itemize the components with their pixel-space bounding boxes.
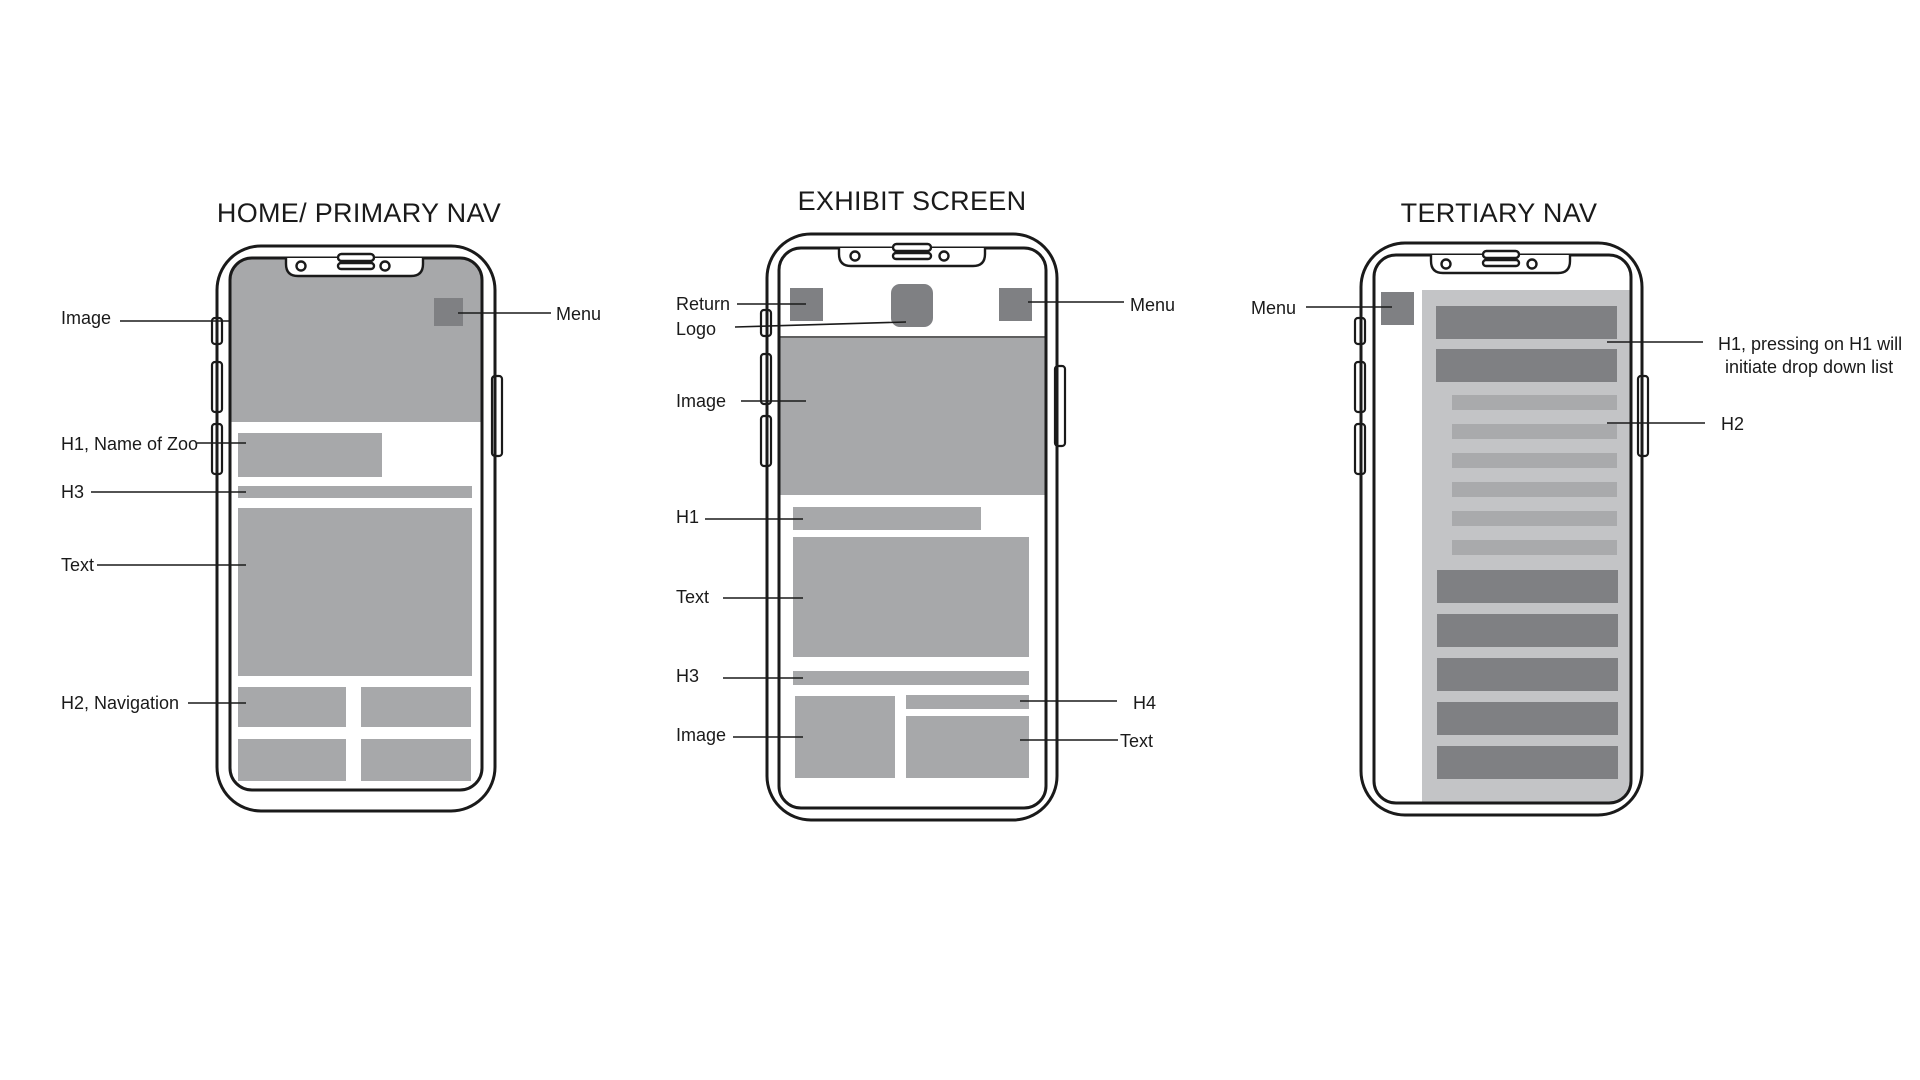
label-return: Return (676, 294, 730, 314)
phone-frame (765, 232, 1059, 822)
label-menu: Menu (1130, 295, 1175, 315)
text-block (793, 537, 1029, 657)
tertiary-screen-title: TERTIARY NAV (1401, 198, 1598, 228)
nav-tile (238, 687, 346, 727)
logo-block (891, 284, 933, 327)
h2-item (1452, 453, 1617, 468)
menu-block (1381, 292, 1414, 325)
nav-tile (361, 739, 471, 781)
h1-item (1437, 658, 1618, 691)
label-text: Text (676, 587, 709, 607)
label-h2: H2 (1721, 414, 1744, 434)
label-text: Text (61, 555, 94, 575)
text-block (238, 508, 472, 676)
label-h1: H1, Name of Zoo (61, 434, 198, 454)
menu-block (999, 288, 1032, 321)
exhibit-screen-title: EXHIBIT SCREEN (798, 186, 1027, 216)
h1-item (1437, 702, 1618, 735)
label-h1: H1 (676, 507, 699, 527)
label-h3: H3 (61, 482, 84, 502)
speaker-slot (1481, 258, 1521, 268)
speaker-slot (1481, 249, 1521, 260)
text-block (906, 716, 1029, 778)
h1-block (793, 507, 981, 530)
h2-item (1452, 424, 1617, 439)
label-h4: H4 (1133, 693, 1156, 713)
nav-tile (361, 687, 471, 727)
camera-dot (1526, 258, 1538, 270)
speaker-slot (336, 252, 376, 263)
label-menu: Menu (1251, 298, 1296, 318)
exhibit-screen-wireframe: EXHIBIT SCREEN Return Logo (676, 186, 1175, 822)
h1-item (1436, 349, 1617, 382)
h2-item (1452, 482, 1617, 497)
nav-tile (238, 739, 346, 781)
h4-block (906, 695, 1029, 709)
leader-line (734, 321, 907, 328)
h1-item (1437, 570, 1618, 603)
camera-dot (379, 260, 391, 272)
image-block (779, 338, 1046, 495)
hero-image-block (230, 258, 482, 422)
h1-item (1437, 614, 1618, 647)
label-image-2: Image (676, 725, 726, 745)
phone-frame (215, 244, 497, 813)
speaker-slot (891, 242, 933, 253)
label-image: Image (676, 391, 726, 411)
h1-item (1436, 306, 1617, 339)
label-logo: Logo (676, 319, 716, 339)
speaker-slot (336, 261, 376, 271)
home-screen-wireframe: HOME/ PRIMARY NAV Image Menu (61, 198, 601, 813)
h2-item (1452, 511, 1617, 526)
h1-item (1437, 746, 1618, 779)
image-block (795, 696, 895, 778)
label-h1-line2: initiate drop down list (1725, 357, 1893, 377)
h3-block (238, 486, 472, 498)
home-screen-title: HOME/ PRIMARY NAV (217, 198, 501, 228)
menu-block (434, 298, 463, 326)
label-menu: Menu (556, 304, 601, 324)
camera-dot (295, 260, 307, 272)
h3-block (793, 671, 1029, 685)
camera-dot (1440, 258, 1452, 270)
label-text-2: Text (1120, 731, 1153, 751)
h1-block (238, 433, 382, 477)
camera-dot (938, 250, 950, 262)
speaker-slot (891, 251, 933, 261)
camera-dot (849, 250, 861, 262)
phone-frame (1359, 241, 1644, 817)
label-h2: H2, Navigation (61, 693, 179, 713)
tertiary-nav-wireframe: TERTIARY NAV Men (1251, 198, 1902, 817)
label-h1-line1: H1, pressing on H1 will (1718, 334, 1902, 354)
h2-item (1452, 395, 1617, 410)
label-h3: H3 (676, 666, 699, 686)
h2-item (1452, 540, 1617, 555)
label-image: Image (61, 308, 111, 328)
